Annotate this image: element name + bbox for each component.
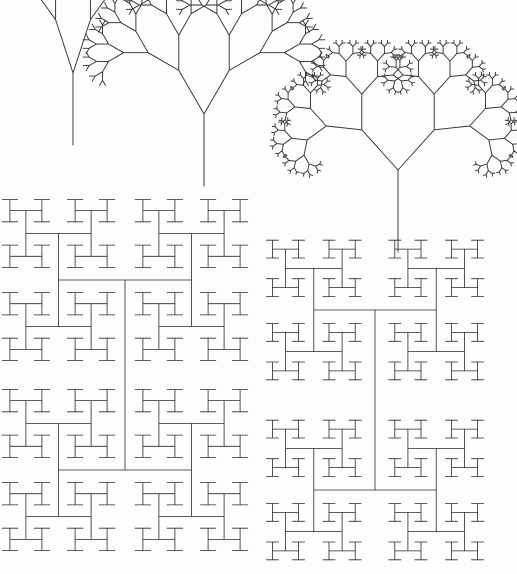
h-fractal-cluster <box>2 200 248 551</box>
square-h-fractal-cluster <box>266 240 483 560</box>
medium-binary-tree <box>83 0 325 186</box>
wide-binary-tree <box>270 40 517 252</box>
